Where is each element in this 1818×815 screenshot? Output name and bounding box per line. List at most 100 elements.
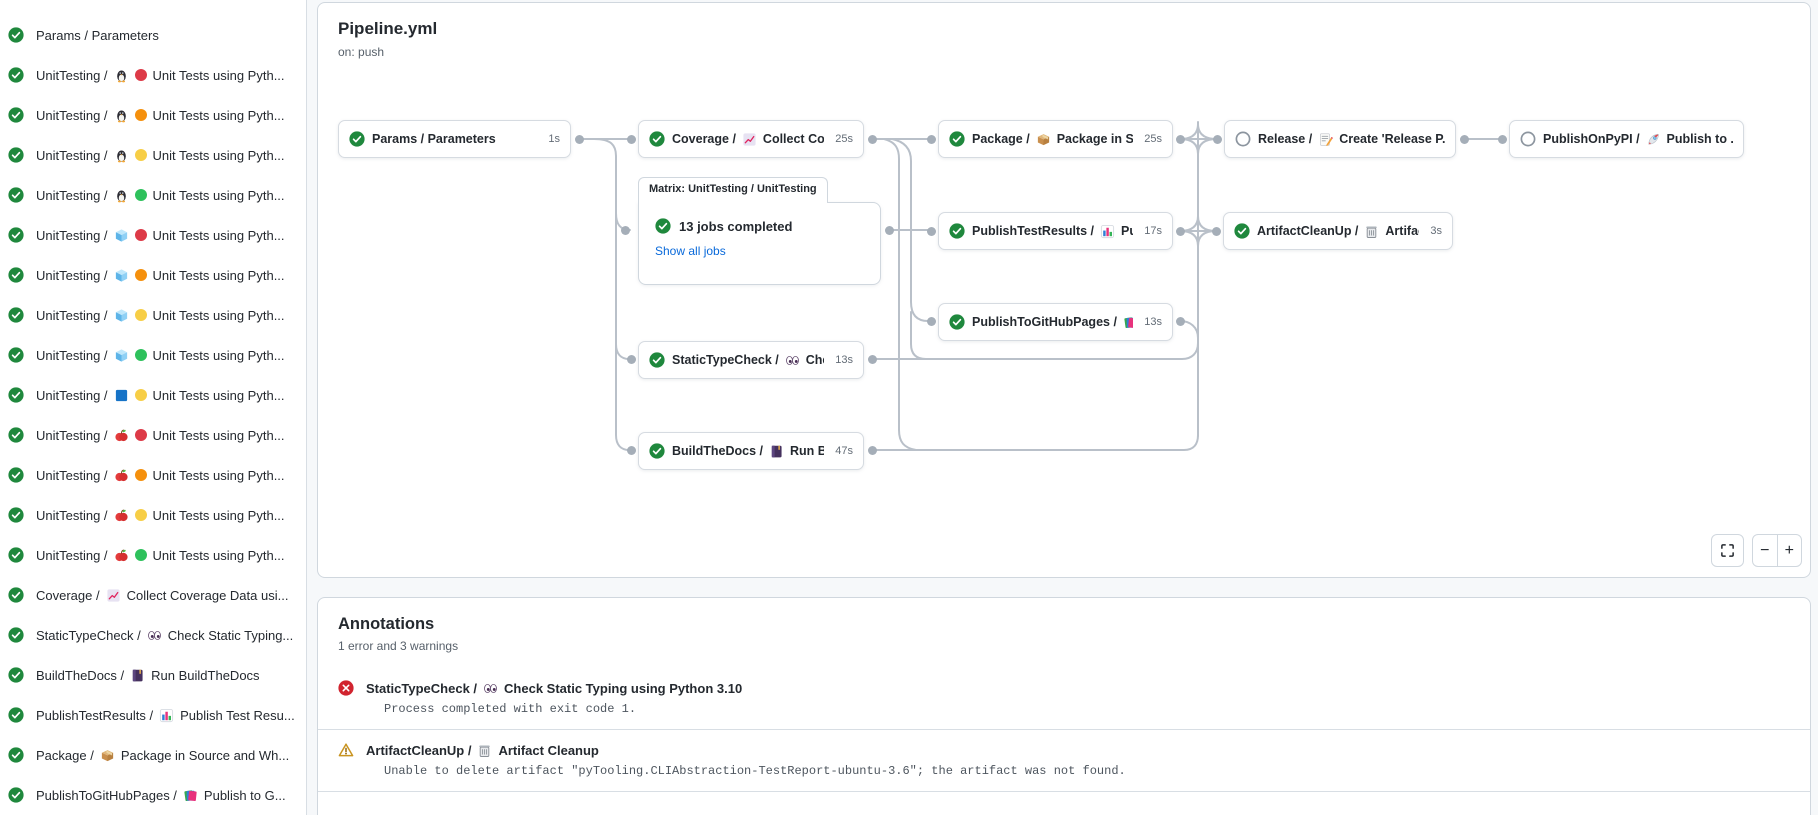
sidebar-job-item[interactable]: PublishTestResults /Publish Test Resu... [0,695,306,735]
annotation-message: Process completed with exit code 1. [384,702,1790,716]
sidebar-job-item[interactable]: UnitTesting /Unit Tests using Pyth... [0,295,306,335]
job-name: UnitTesting / [36,308,108,323]
graph-node-artifactcleanup[interactable]: ArtifactCleanUp /Artifac...3s [1223,212,1453,250]
node-step-name: Chec... [806,353,824,367]
node-job-name: Coverage / [672,132,736,146]
sidebar-job-item[interactable]: Package /Package in Source and Wh... [0,735,306,775]
job-step-name: Unit Tests using Pyth... [153,148,285,163]
sidebar-job-item[interactable]: StaticTypeCheck /Check Static Typing... [0,615,306,655]
job-step-name: Unit Tests using Pyth... [153,68,285,83]
edge-port-dot [868,446,877,455]
skip-circle-icon [1235,131,1251,147]
job-name: PublishTestResults / [36,708,153,723]
python-version-dot [135,109,147,121]
windows-icon [114,388,129,403]
graph-node-publishtogithubpages[interactable]: PublishToGitHubPages /...13s [938,303,1173,341]
job-step-name: Check Static Typing... [168,628,294,643]
sidebar-job-item[interactable]: UnitTesting /Unit Tests using Pyth... [0,175,306,215]
annotation-title: StaticTypeCheck /Check Static Typing usi… [366,681,742,696]
job-name: PublishToGitHubPages / [36,788,177,803]
job-name: UnitTesting / [36,228,108,243]
graph-node-publishonpypi[interactable]: PublishOnPyPI /Publish to ... [1509,120,1744,158]
node-label: PublishTestResults /Pu... [972,224,1133,239]
graph-node-buildthedocs[interactable]: BuildTheDocs /Run Buil... 47s [638,432,864,470]
annotations-summary: 1 error and 3 warnings [338,639,1810,653]
sidebar-job-label: PublishToGitHubPages /Publish to G... [36,788,286,803]
eyes-icon [785,353,800,368]
zoom-in-button[interactable]: + [1778,535,1802,566]
check-circle-icon [8,747,24,763]
node-duration: 13s [831,354,853,366]
apple-icon [114,508,129,523]
fullscreen-button[interactable] [1711,534,1744,567]
edge-port-dot [927,317,936,326]
check-circle-icon [8,227,24,243]
graph-node-release[interactable]: Release /Create 'Release P... [1224,120,1456,158]
graph-node-statictypecheck[interactable]: StaticTypeCheck / Chec... 13s [638,341,864,379]
graph-node-publishtestresults[interactable]: PublishTestResults /Pu...17s [938,212,1173,250]
check-circle-icon [649,131,665,147]
sidebar-job-item[interactable]: Coverage /Collect Coverage Data usi... [0,575,306,615]
check-circle-icon [8,427,24,443]
annotations-list: StaticTypeCheck /Check Static Typing usi… [318,668,1810,792]
sidebar-job-item[interactable]: UnitTesting /Unit Tests using Pyth... [0,455,306,495]
graph-node-package[interactable]: Package /Package in So...25s [938,120,1173,158]
job-step-name: Unit Tests using Pyth... [153,508,285,523]
sidebar-job-item[interactable]: UnitTesting /Unit Tests using Pyth... [0,255,306,295]
sidebar-job-item[interactable]: Params / Parameters [0,15,306,55]
sidebar-job-item[interactable]: UnitTesting / Unit Tests using Pyth... [0,95,306,135]
graph-zoom-controls: − + [1711,534,1802,567]
books-icon [183,788,198,803]
edge-port-dot [1176,135,1185,144]
job-name: UnitTesting / [36,108,108,123]
sidebar-job-label: UnitTesting / Unit Tests using Pyth... [36,388,285,403]
check-circle-icon [949,131,965,147]
sidebar-job-label: UnitTesting /Unit Tests using Pyth... [36,268,285,283]
node-job-name: PublishToGitHubPages / [972,315,1117,329]
show-all-jobs-link[interactable]: Show all jobs [655,244,726,258]
sidebar-job-item[interactable]: UnitTesting /Unit Tests using Pyth... [0,415,306,455]
job-name: UnitTesting / [36,428,108,443]
edge-port-dot [927,135,936,144]
check-circle-icon [949,314,965,330]
matrix-group-box[interactable]: 13 jobs completed Show all jobs [638,202,881,285]
sidebar-job-item[interactable]: UnitTesting /Unit Tests using Pyth... [0,55,306,95]
python-version-dot [135,149,147,161]
check-circle-icon [8,707,24,723]
python-version-dot [135,549,147,561]
rocket-icon [1646,132,1661,147]
sidebar-job-item[interactable]: UnitTesting / Unit Tests using Pyth... [0,135,306,175]
workflow-file-title: Pipeline.yml [338,19,437,39]
sidebar-job-item[interactable]: UnitTesting /Unit Tests using Pyth... [0,215,306,255]
node-duration: 25s [831,133,853,145]
check-circle-icon [8,467,24,483]
sidebar-job-item[interactable]: PublishToGitHubPages /Publish to G... [0,775,306,815]
graph-node-params[interactable]: Params / Parameters1s [338,120,571,158]
node-label: BuildTheDocs /Run Buil... [672,444,824,459]
zoom-out-button[interactable]: − [1753,535,1778,566]
fullscreen-icon [1720,543,1736,559]
annotations-card: Annotations 1 error and 3 warnings Stati… [317,597,1811,815]
sidebar-job-item[interactable]: UnitTesting /Unit Tests using Pyth... [0,495,306,535]
sidebar-job-item[interactable]: BuildTheDocs /Run BuildTheDocs [0,655,306,695]
node-job-name: BuildTheDocs / [672,444,763,458]
sidebar-job-item[interactable]: UnitTesting /Unit Tests using Pyth... [0,535,306,575]
node-job-name: StaticTypeCheck / [672,353,779,367]
job-step-name: Unit Tests using Pyth... [153,268,285,283]
node-step-name: Create 'Release P... [1339,132,1445,146]
node-duration: 47s [831,445,853,457]
check-circle-icon [8,347,24,363]
job-step-name: Unit Tests using Pyth... [153,108,285,123]
job-name: UnitTesting / [36,148,108,163]
job-name: Coverage / [36,588,100,603]
job-name: UnitTesting / [36,388,108,403]
jobs-sidebar: Params / ParametersUnitTesting / Unit Tes… [0,0,307,815]
python-version-dot [135,389,147,401]
node-job-name: PublishOnPyPI / [1543,132,1640,146]
job-step-name: Unit Tests using Pyth... [153,388,285,403]
sidebar-job-item[interactable]: UnitTesting /Unit Tests using Pyth... [0,335,306,375]
job-name: BuildTheDocs / [36,668,124,683]
apple-icon [114,428,129,443]
sidebar-job-item[interactable]: UnitTesting / Unit Tests using Pyth... [0,375,306,415]
graph-node-coverage[interactable]: Coverage /Collect Cove...25s [638,120,864,158]
